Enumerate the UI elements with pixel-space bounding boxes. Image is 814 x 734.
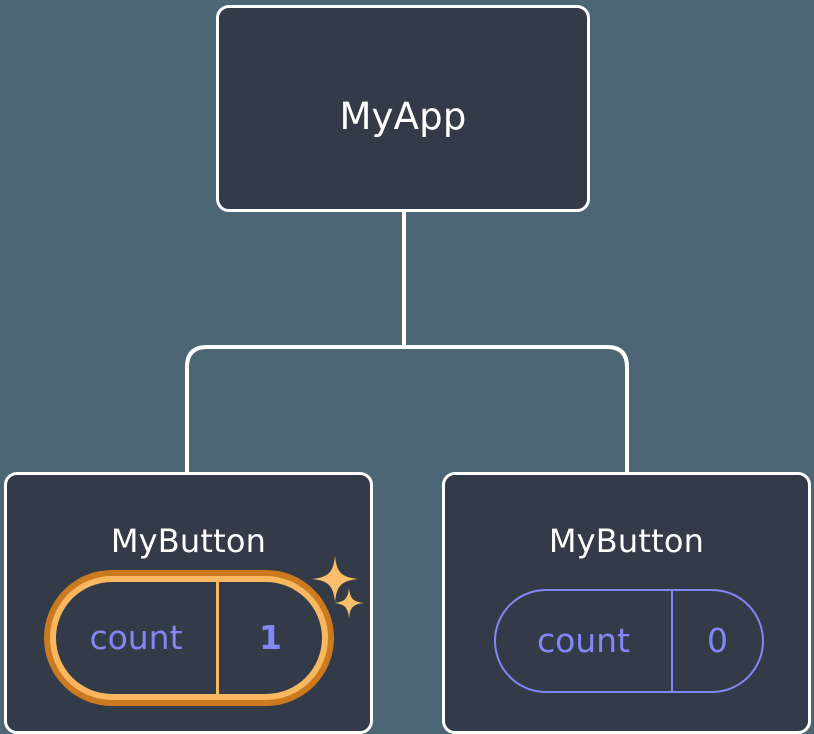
- state-pill-value: 1: [259, 617, 282, 657]
- state-pill-inner-ring: count 1: [50, 576, 328, 700]
- state-pill-key: count: [56, 582, 219, 694]
- component-node-label: MyApp: [339, 95, 467, 138]
- state-pill-highlighted[interactable]: count 1: [44, 570, 334, 706]
- state-pill-key: count: [496, 591, 673, 691]
- connector-branch-right: [404, 345, 629, 472]
- connector-branch-left: [185, 345, 404, 472]
- component-node-label: MyButton: [548, 522, 705, 560]
- component-node-myapp[interactable]: MyApp: [216, 5, 590, 212]
- state-pill-value: 0: [707, 620, 728, 660]
- state-pill-core: count 1: [56, 582, 322, 694]
- component-node-label: MyButton: [110, 522, 267, 560]
- state-pill[interactable]: count 0: [494, 589, 764, 693]
